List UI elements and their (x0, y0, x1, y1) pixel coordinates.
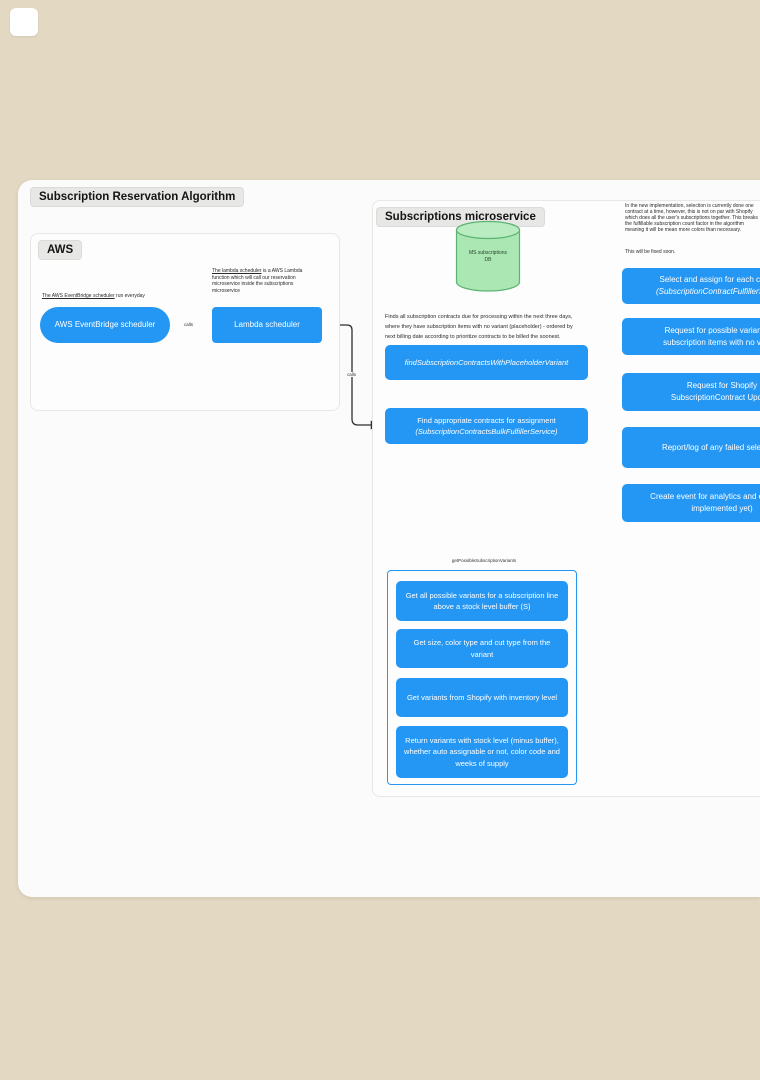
node-label-line2: (SubscriptionContractFulfillerService) (655, 287, 760, 296)
node-label: Return variants with stock level (minus … (404, 736, 560, 768)
db-label: MS subscriptions DB (455, 250, 521, 264)
lambda-note-underline: The lambda scheduler (212, 268, 262, 274)
node-label: Lambda scheduler (234, 320, 300, 329)
fixed-soon-note: This will be fixed soon. (625, 249, 676, 255)
lambda-note: The lambda scheduler is a AWS Lambda fun… (212, 268, 302, 294)
node-subscriptions-db[interactable]: MS subscriptions DB (455, 220, 521, 294)
lambda-note-l4: microservice (212, 287, 241, 294)
implementation-note-l5: meaning it will be mean more colors than… (625, 227, 742, 234)
corner-tile (10, 8, 38, 36)
node-label-line1: Select and assign for each contract (659, 275, 760, 284)
node-get-size-color-cut[interactable]: Get size, color type and cut type from t… (396, 629, 568, 668)
node-label-line2: SubscriptionContract Update (670, 393, 760, 402)
node-find-appropriate-contracts[interactable]: Find appropriate contracts for assignmen… (385, 408, 588, 444)
lambda-note-l2: function which will call our reservation (212, 274, 296, 281)
db-label-line1: MS subscriptions (468, 250, 508, 256)
node-label: findSubscriptionContractsWithPlaceholder… (404, 357, 569, 367)
node-label-line1: Request for Shopify (686, 381, 758, 390)
node-get-variants-from-shopify[interactable]: Get variants from Shopify with inventory… (396, 678, 568, 717)
db-label-line2: DB (484, 257, 492, 263)
node-aws-eventbridge-scheduler[interactable]: AWS EventBridge scheduler (40, 307, 170, 343)
node-label-line1: Report/log of any failed selections (661, 442, 760, 452)
lambda-note-l3: microservice inside the subscriptions (212, 281, 294, 288)
eventbridge-note-underline: The AWS EventBridge scheduler (42, 293, 115, 299)
implementation-note: In the new implementation, selection is … (625, 203, 758, 233)
node-request-shopify-update[interactable]: Request for Shopify SubscriptionContract… (622, 373, 760, 411)
node-return-variants[interactable]: Return variants with stock level (minus … (396, 726, 568, 778)
node-report-failed-selections[interactable]: Report/log of any failed selections (622, 427, 760, 468)
node-label: Get all possible variants for a subscrip… (405, 590, 559, 611)
node-label-line2: implemented yet) (691, 504, 753, 513)
implementation-note-l1: In the new implementation, selection is … (625, 203, 754, 209)
edge-label-calls-1: calls (182, 322, 196, 327)
variants-group-label: getPossibleSubscriptionVariants (451, 558, 517, 563)
lambda-note-l1-rest: is a AWS Lambda (261, 268, 303, 274)
edge-label-calls-2: calls (345, 372, 359, 377)
eventbridge-note-rest: run everyday (114, 293, 145, 299)
node-request-possible-variants[interactable]: Request for possible variants for subscr… (622, 318, 760, 355)
node-label: Get variants from Shopify with inventory… (406, 692, 558, 702)
variants-group-frame[interactable] (387, 570, 577, 785)
node-label-line2: subscription items with no variant (663, 337, 760, 347)
contracts-note-l2: where they have subscription items with … (385, 324, 573, 330)
node-label: Get size, color type and cut type from t… (413, 638, 551, 659)
node-label-line1: Create event for analytics and email (no… (650, 492, 760, 501)
node-label-line1: Request for possible variants for (664, 325, 760, 335)
diagram-title[interactable]: Subscription Reservation Algorithm (30, 187, 245, 207)
node-get-all-possible-variants[interactable]: Get all possible variants for a subscrip… (396, 581, 568, 621)
eventbridge-note: The AWS EventBridge scheduler run everyd… (42, 293, 145, 300)
node-label-line1: Find appropriate contracts for assignmen… (417, 415, 556, 425)
node-label: AWS EventBridge scheduler (54, 320, 156, 329)
node-lambda-scheduler[interactable]: Lambda scheduler (212, 307, 322, 343)
contracts-note-l1: Finds all subscription contracts due for… (385, 314, 573, 320)
database-cylinder-icon (455, 220, 521, 292)
node-label-line2: (SubscriptionContractsBulkFulfillerServi… (415, 427, 558, 436)
contracts-note-l3: next billing date according to prioritiz… (385, 334, 561, 340)
node-create-analytics-event[interactable]: Create event for analytics and email (no… (622, 484, 760, 522)
node-find-subscription-contracts[interactable]: findSubscriptionContractsWithPlaceholder… (385, 345, 588, 380)
implementation-note-l4: the fulfillable subscription count facto… (625, 221, 744, 228)
implementation-note-l3: which does all the user's subscriptions … (625, 215, 758, 222)
node-select-and-assign[interactable]: Select and assign for each contract (Sub… (622, 268, 760, 304)
contracts-note: Finds all subscription contracts due for… (385, 312, 573, 342)
implementation-note-l2: contract at a time, however, this is not… (625, 209, 753, 216)
aws-frame-label[interactable]: AWS (38, 240, 83, 260)
